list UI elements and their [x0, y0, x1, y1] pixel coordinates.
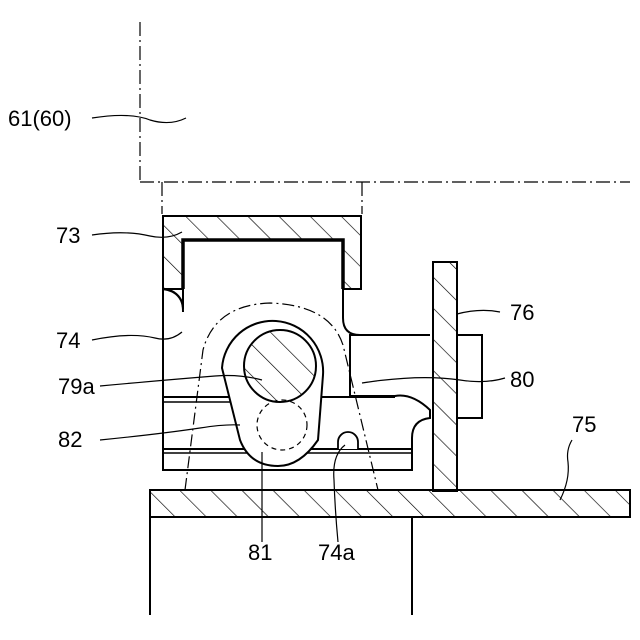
label-61: 61(60): [8, 106, 72, 131]
leader-82: [100, 425, 240, 440]
component-61-outline: [140, 22, 630, 214]
label-75: 75: [572, 412, 596, 437]
leader-74: [92, 332, 182, 340]
leader-61: [92, 115, 186, 122]
label-76: 76: [510, 300, 534, 325]
component-76-plate: [433, 262, 457, 491]
component-74a-notch: [338, 432, 358, 449]
label-81: 81: [248, 540, 272, 565]
label-74a: 74a: [318, 540, 355, 565]
label-74: 74: [56, 328, 80, 353]
label-73: 73: [56, 223, 80, 248]
component-73-inner-edge: [183, 240, 343, 289]
label-79a: 79a: [58, 374, 95, 399]
component-75-base: [150, 490, 630, 517]
component-79a-shaft: [244, 330, 316, 402]
leader-76: [457, 310, 500, 314]
component-76-bracket: [457, 335, 482, 418]
component-73-cap: [163, 216, 361, 289]
label-82: 82: [58, 427, 82, 452]
label-80: 80: [510, 367, 534, 392]
component-74-notch-left: [163, 289, 183, 312]
